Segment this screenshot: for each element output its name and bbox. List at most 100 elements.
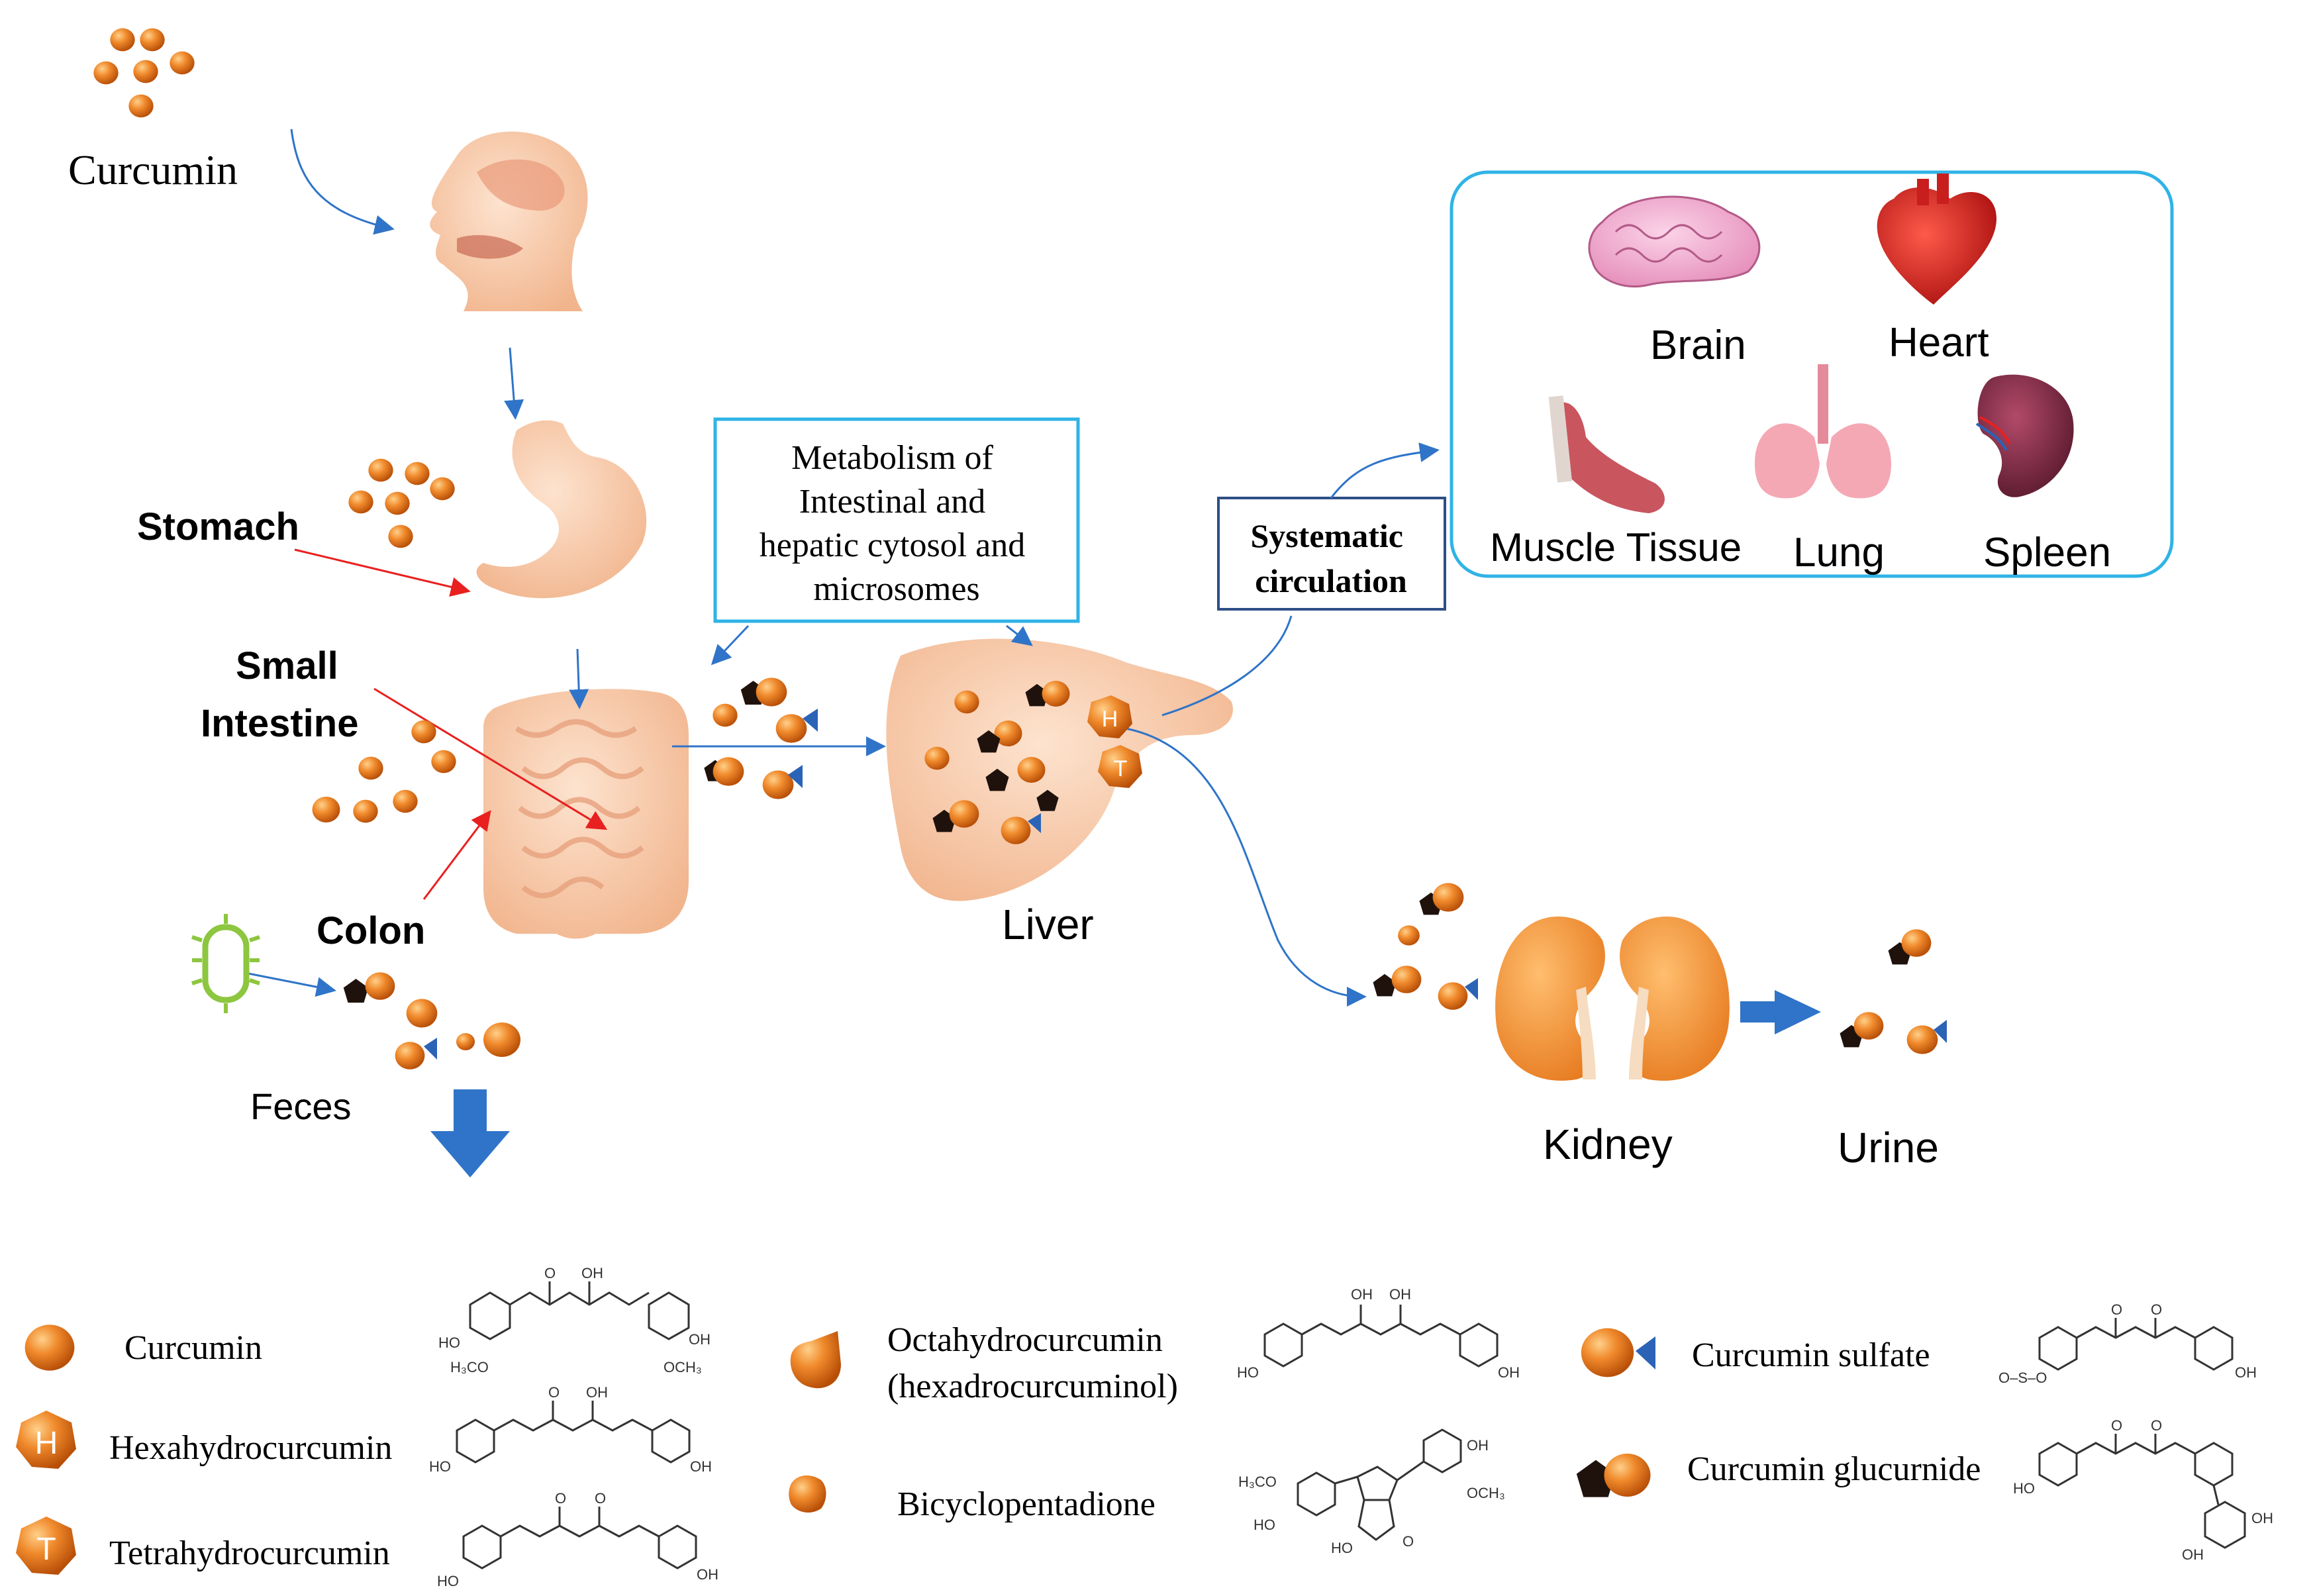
struct-tetra-o2: O <box>595 1490 606 1507</box>
feces-excretion-arrow <box>430 1089 510 1177</box>
urine-excretion-arrow <box>1740 990 1821 1034</box>
legend-octahydro-label-1: Octahydrocurcumin <box>887 1321 1163 1359</box>
metabolism-line-1: Metabolism of <box>791 439 993 477</box>
arrow-metabolism-to-liver <box>1006 624 1033 646</box>
legend-curcumin-icon <box>25 1324 75 1371</box>
stomach-curcumin-cluster <box>348 458 455 548</box>
struct-gluc-ho: HO <box>2013 1480 2035 1497</box>
structure-curcumin <box>469 1281 690 1340</box>
bacteria-icon <box>191 914 260 1013</box>
struct-gluc-oh: OH <box>2182 1546 2204 1563</box>
metabolism-line-2: Intestinal and <box>799 483 986 521</box>
struct-gluc-cooh: OH <box>2251 1510 2273 1526</box>
arrow-circulation-to-organs <box>1330 442 1440 499</box>
struct-hexa-o: O <box>548 1384 560 1401</box>
struct-bicyclo-ho2: HO <box>1331 1540 1353 1556</box>
legend-sulfate-icon <box>1581 1328 1655 1377</box>
structure-octahydro <box>1263 1305 1499 1368</box>
brain-icon <box>1588 195 1761 288</box>
struct-octa-oh2: OH <box>1389 1286 1411 1303</box>
structure-tetrahydro <box>462 1507 697 1570</box>
liver-icon <box>886 638 1233 901</box>
svg-text:T: T <box>36 1532 56 1567</box>
head-icon <box>430 131 588 311</box>
structure-glucuronide <box>2038 1434 2246 1549</box>
struct-curcumin-o: O <box>544 1265 556 1281</box>
legend-octahydro-label-2: (hexadrocurcuminol) <box>887 1368 1178 1405</box>
struct-bicyclo-o: O <box>1403 1533 1414 1550</box>
hexahydro-badge-liver: H <box>1087 695 1132 738</box>
svg-text:T: T <box>1114 756 1128 781</box>
legend-glucuronide-label: Curcumin glucurnide <box>1687 1450 1981 1488</box>
struct-sulfate-o1: O <box>2111 1301 2122 1318</box>
legend-hexahydro-icon: H <box>16 1411 76 1469</box>
colon-label: Colon <box>317 909 425 952</box>
muscle-tissue-icon <box>1548 395 1665 513</box>
colon-metabolite-cluster <box>343 972 520 1070</box>
metabolism-box <box>713 417 1080 623</box>
stomach-icon <box>476 420 647 599</box>
structure-bicyclo <box>1297 1428 1462 1541</box>
arrow-head-to-stomach <box>504 347 524 420</box>
spleen-icon <box>1975 374 2074 497</box>
metabolism-line-3: hepatic cytosol and <box>760 526 1025 564</box>
struct-hexa-ho: HO <box>429 1458 451 1475</box>
struct-gluc-o1: O <box>2111 1417 2122 1434</box>
legend-bicyclo-label: Bicyclopentadione <box>897 1485 1156 1523</box>
struct-bicyclo-ho: HO <box>1254 1517 1275 1533</box>
structure-hexahydro <box>456 1401 691 1464</box>
heart-label: Heart <box>1889 320 1989 366</box>
urine-metabolites <box>1840 929 1947 1054</box>
struct-hexa-oh: OH <box>690 1458 712 1475</box>
legend-curcumin-label: Curcumin <box>124 1329 262 1367</box>
flow-arrows <box>248 128 1440 1007</box>
circulation-box <box>1217 497 1446 611</box>
struct-curcumin-och3: OCH₃ <box>664 1359 702 1375</box>
arrow-liver-to-circulation <box>1161 615 1293 717</box>
intestine-icon <box>483 689 689 939</box>
arrow-small-intestine-label <box>373 687 608 830</box>
struct-bicyclo-och3: OCH₃ <box>1467 1485 1505 1501</box>
struct-octa-oh: OH <box>1498 1364 1520 1381</box>
struct-hexa-oh-top: OH <box>586 1384 608 1401</box>
circulation-line-1: Systematic <box>1251 517 1404 554</box>
struct-curcumin-oh-top: OH <box>581 1265 603 1281</box>
urine-label: Urine <box>1838 1124 1939 1172</box>
tetrahydro-badge-liver: T <box>1098 745 1142 788</box>
legend-glucuronide-icon <box>1576 1454 1651 1497</box>
svg-text:Systematic circulation: Systematic circulation <box>1251 517 1412 599</box>
struct-octa-oh1: OH <box>1351 1286 1373 1303</box>
arrow-stomach-label-to-stomach <box>294 548 471 597</box>
svg-text:H: H <box>1102 707 1118 732</box>
kidney-side-metabolites <box>1373 883 1478 1010</box>
curcumin-cluster-top <box>93 28 195 118</box>
lung-label: Lung <box>1793 530 1885 575</box>
struct-bicyclo-oh: OH <box>1467 1437 1489 1454</box>
legend-sulfate-label: Curcumin sulfate <box>1692 1336 1930 1374</box>
arrow-liver-to-kidney <box>1125 727 1367 1007</box>
heart-icon <box>1877 174 1996 305</box>
liver-label: Liver <box>1002 901 1094 948</box>
arrow-stomach-to-intestine <box>569 648 589 709</box>
structure-sulfate <box>2038 1318 2234 1371</box>
legend-octahydro-icon <box>790 1331 841 1389</box>
struct-bicyclo-h3co: H₃CO <box>1238 1473 1277 1490</box>
red-arrows <box>294 548 608 900</box>
feces-label: Feces <box>250 1085 352 1127</box>
intestine-metabolite-cluster <box>704 677 818 799</box>
lung-icon <box>1755 364 1891 499</box>
liver-metabolite-cluster <box>924 681 1070 844</box>
legend-tetrahydro-icon: T <box>16 1517 76 1575</box>
stomach-label: Stomach <box>137 505 299 548</box>
spleen-label: Spleen <box>1983 530 2111 575</box>
small-intestine-label-1: Small <box>236 644 338 687</box>
curcumin-label: Curcumin <box>68 146 238 193</box>
arrow-metabolism-to-intestine <box>711 624 750 666</box>
arrow-colon-label <box>422 810 491 900</box>
struct-curcumin-oh: OH <box>689 1331 711 1348</box>
struct-sulfate-oh: OH <box>2235 1364 2257 1381</box>
legend-tetrahydro-label: Tetrahydrocurcumin <box>109 1534 390 1572</box>
muscle-tissue-label: Muscle Tissue <box>1490 525 1742 570</box>
struct-sulfate-so3: O–S–O <box>1998 1370 2047 1386</box>
